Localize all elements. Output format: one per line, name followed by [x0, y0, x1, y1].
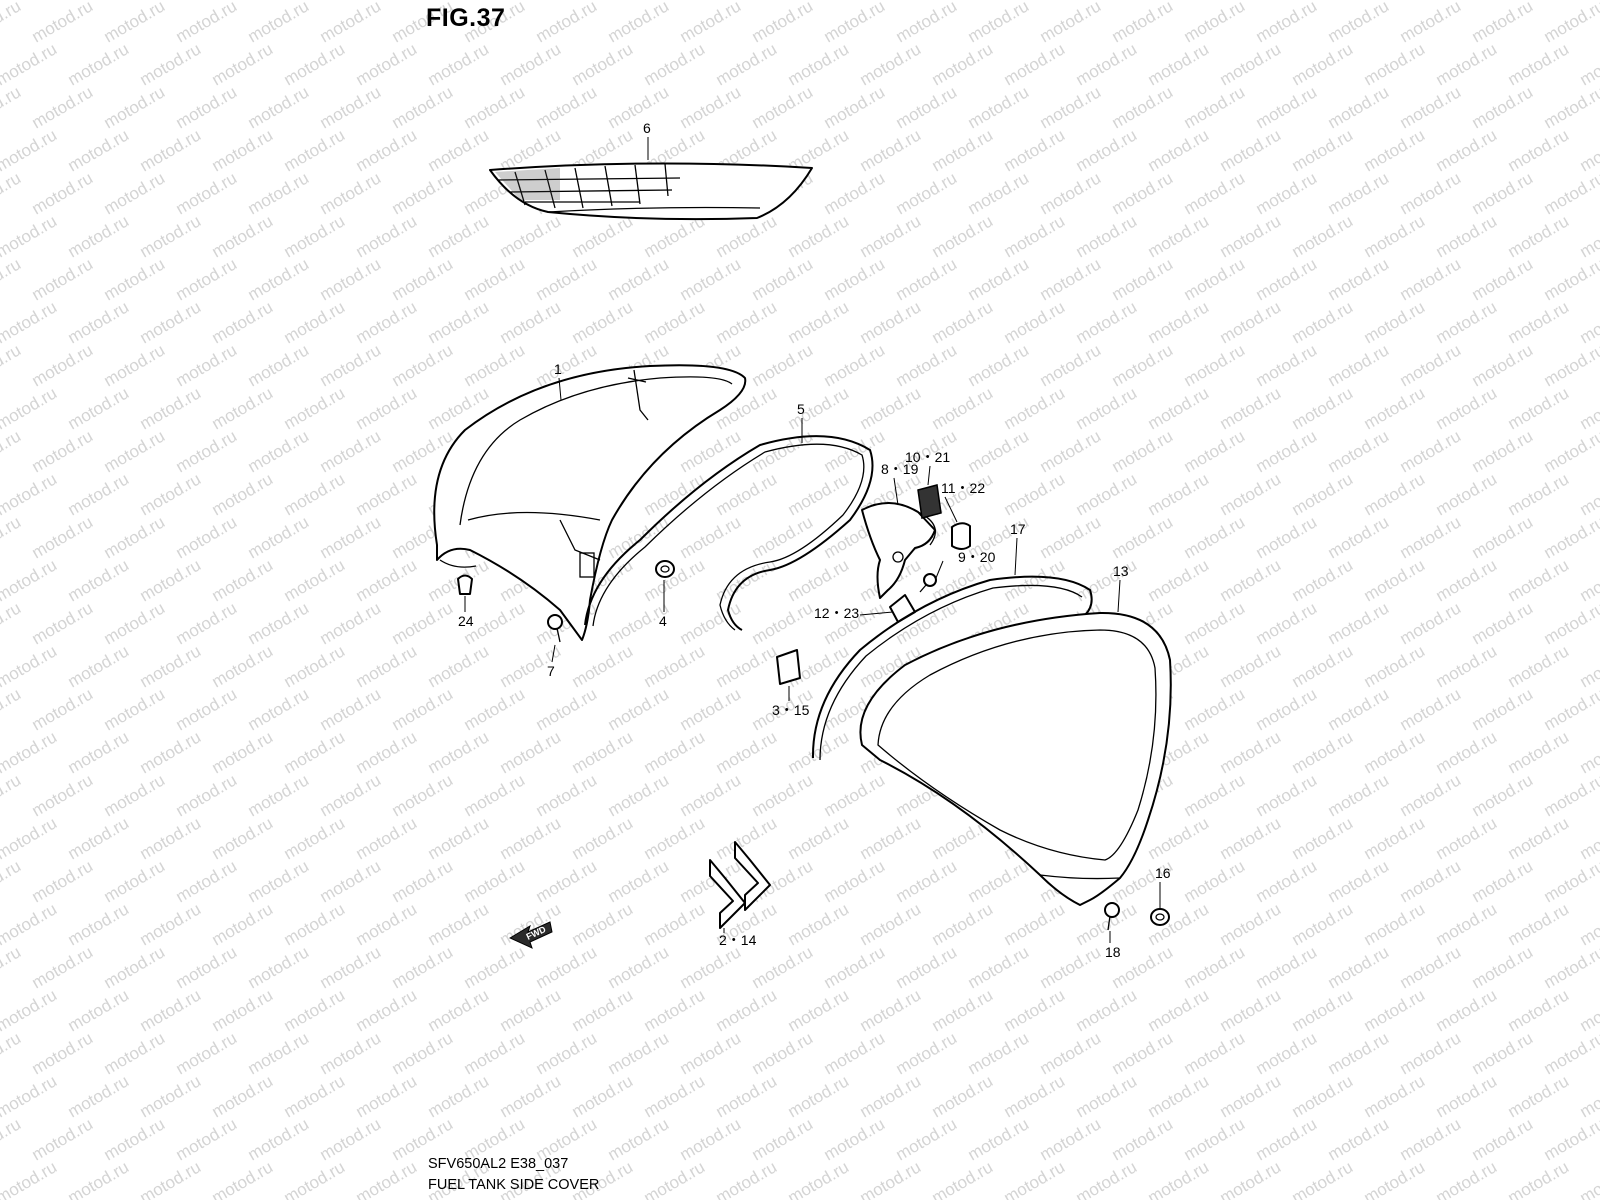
- section-name: FUEL TANK SIDE COVER: [428, 1177, 600, 1193]
- part-11-clip: [951, 522, 971, 550]
- forward-arrow-icon: FWD: [508, 921, 553, 949]
- part-3-pad: [776, 649, 801, 685]
- leader-lines: [464, 137, 1161, 943]
- callout-12_23: 12・23: [814, 605, 859, 621]
- callout-10_21: 10・21: [905, 449, 950, 465]
- callout-9_20: 9・20: [958, 549, 996, 565]
- figure-title: FIG.37: [426, 4, 506, 32]
- part-4-grommet: [655, 560, 675, 578]
- callout-2_14: 2・14: [719, 932, 757, 948]
- part-9-screw: [919, 573, 937, 593]
- part-13-right-side-cover: [859, 611, 1172, 906]
- callout-18: 18: [1105, 944, 1121, 960]
- callout-17: 17: [1010, 521, 1026, 537]
- callout-24: 24: [458, 613, 474, 629]
- callout-5: 5: [797, 401, 805, 417]
- callout-7: 7: [547, 663, 555, 679]
- callout-6: 6: [643, 120, 651, 136]
- part-16-grommet: [1150, 908, 1170, 926]
- callout-16: 16: [1155, 865, 1171, 881]
- callout-11_22: 11・22: [941, 480, 985, 496]
- part-5-trim-seal: [584, 435, 874, 631]
- callout-labels: 6 1 5 10・218・19 11・22 17 9・20 13 12・23 24 4 7 3・15 16…: [458, 120, 1171, 960]
- part-17-seal: [811, 575, 1093, 761]
- callout-8_19: 8・19: [881, 461, 919, 477]
- part-7-bolt: [547, 614, 563, 643]
- callout-1: 1: [554, 361, 562, 377]
- part-2-emblem: [709, 841, 771, 929]
- part-8-bracket: [861, 502, 936, 599]
- part-6-decal: [489, 162, 813, 221]
- callout-4: 4: [659, 613, 667, 629]
- part-18-bolt: [1104, 902, 1120, 931]
- part-10-pad: [917, 484, 942, 519]
- part-1-left-side-cover: [433, 364, 747, 641]
- part-24-clip: [457, 574, 473, 595]
- callout-3_15: 3・15: [772, 702, 810, 718]
- model-code: SFV650AL2 E38_037: [428, 1156, 569, 1172]
- callout-13: 13: [1113, 563, 1129, 579]
